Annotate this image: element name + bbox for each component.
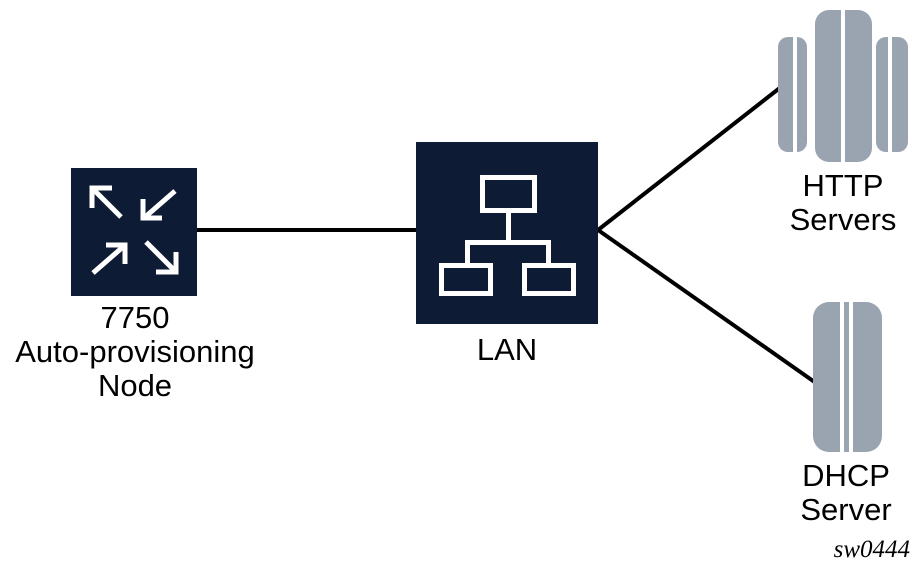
network-tree-icon xyxy=(439,175,576,296)
server-tower-icon xyxy=(876,37,908,152)
http-servers-node xyxy=(778,10,908,163)
arrow-down-left xyxy=(140,189,177,221)
dhcp-server-label: DHCP Server xyxy=(761,459,922,527)
tower-slit xyxy=(793,37,797,152)
http-servers-label-line: HTTP xyxy=(802,168,884,203)
tree-right-box xyxy=(522,263,576,296)
router-node xyxy=(71,168,197,296)
router-node-label: 7750 Auto-provisioning Node xyxy=(4,301,266,403)
tree-top-box xyxy=(480,175,537,213)
http-servers-label: HTTP Servers xyxy=(758,169,922,237)
router-label-line: Auto-provisioning xyxy=(15,334,255,369)
tower-slit xyxy=(888,37,892,152)
tree-branch-bar xyxy=(465,240,551,264)
expand-arrows-icon xyxy=(89,185,179,275)
lan-node xyxy=(416,142,598,324)
figure-id: sw0444 xyxy=(833,536,910,563)
arrow-up-right xyxy=(91,242,128,275)
tower-slit xyxy=(849,302,853,452)
server-tower-icon xyxy=(778,37,807,152)
arrow-down-right xyxy=(144,240,179,275)
tower-slit xyxy=(840,302,844,452)
link-lan-http-servers xyxy=(596,85,783,232)
router-label-line: Node xyxy=(97,368,173,403)
dhcp-server-label-line: Server xyxy=(800,492,892,527)
http-servers-label-line: Servers xyxy=(789,202,897,237)
server-tower-icon xyxy=(815,10,872,162)
lan-node-label: LAN xyxy=(476,332,538,367)
link-lan-dhcp-server xyxy=(596,228,818,385)
tower-slit xyxy=(841,10,845,162)
arrow-up-left xyxy=(89,185,123,219)
router-label-line: 7750 xyxy=(100,300,170,335)
tree-left-box xyxy=(439,263,493,296)
dhcp-server-label-line: DHCP xyxy=(802,458,890,493)
dhcp-server-node xyxy=(813,302,882,452)
